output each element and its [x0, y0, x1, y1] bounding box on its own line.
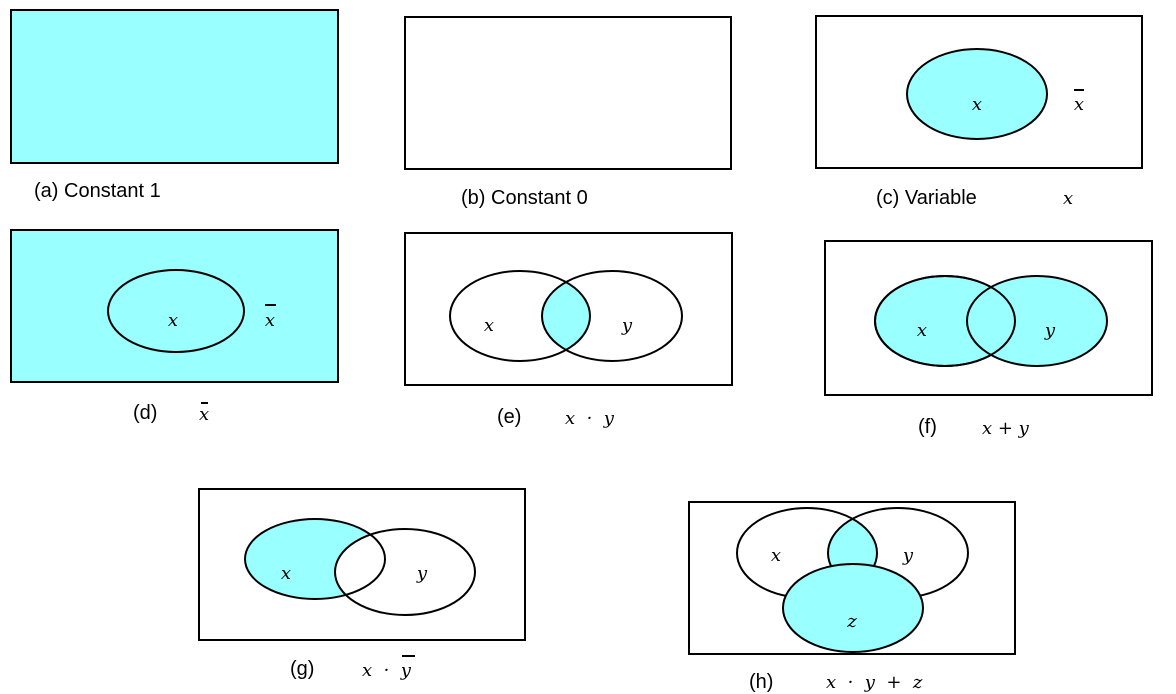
set-x-label: x	[168, 310, 178, 331]
caption-d: (d)	[133, 402, 157, 424]
set-x-label: x	[484, 315, 494, 336]
panel-c: x x (c) Variable x	[815, 15, 1143, 209]
panel-e: x y (e) x · y	[404, 232, 733, 429]
caption-b: (b) Constant 0	[461, 187, 588, 209]
caption-f-expr: x + y	[982, 418, 1030, 439]
set-x-ellipse	[244, 518, 386, 600]
set-x-ellipse	[107, 269, 245, 353]
set-y-label: y	[902, 545, 914, 566]
caption-h-expr: x · y + z	[826, 672, 923, 693]
set-x-label: x	[771, 545, 781, 566]
set-y-label: y	[1044, 320, 1056, 341]
set-y-ellipse	[334, 528, 476, 616]
set-x-label: x	[917, 320, 927, 341]
universe-rect	[815, 15, 1143, 169]
complement-x-label: x	[265, 310, 275, 331]
set-x-label: x	[281, 563, 291, 584]
caption-h: (h)	[749, 671, 773, 693]
intersection-region	[542, 271, 590, 361]
universe-rect	[10, 9, 339, 164]
set-z-label: z	[846, 611, 857, 632]
set-z-ellipse	[782, 563, 924, 653]
panel-h: x y z (h) x · y + z	[688, 501, 1016, 693]
caption-c-var: x	[1063, 188, 1073, 209]
set-x-label: x	[972, 94, 982, 115]
universe-rect	[404, 232, 733, 386]
set-x-ellipse	[449, 270, 591, 362]
set-y-label: y	[621, 315, 633, 336]
set-y-label: y	[416, 563, 428, 584]
panel-a: (a) Constant 1	[10, 9, 339, 202]
panel-d: x x (d) x	[10, 229, 339, 425]
universe-rect	[10, 229, 339, 383]
panel-f: x y (f) x + y	[824, 240, 1153, 439]
universe-rect	[404, 16, 732, 170]
caption-f: (f)	[918, 416, 937, 438]
caption-c: (c) Variable	[876, 187, 977, 209]
caption-a: (a) Constant 1	[34, 180, 161, 202]
universe-rect	[824, 240, 1153, 396]
caption-e-expr: x · y	[565, 408, 615, 429]
universe-rect	[688, 501, 1016, 655]
set-y-ellipse	[966, 275, 1108, 367]
caption-g: (g)	[290, 658, 314, 680]
set-x-outline	[874, 275, 1016, 367]
panel-b: (b) Constant 0	[404, 16, 732, 209]
set-y-ellipse	[541, 270, 683, 362]
complement-x-label: x	[1074, 94, 1084, 115]
caption-d-expr: x	[199, 404, 209, 425]
caption-g-expr: x · y	[362, 660, 412, 681]
set-x-ellipse	[906, 48, 1048, 140]
universe-rect	[198, 488, 526, 641]
caption-e: (e)	[497, 406, 521, 428]
panel-g: x y (g) x · y	[198, 488, 526, 681]
